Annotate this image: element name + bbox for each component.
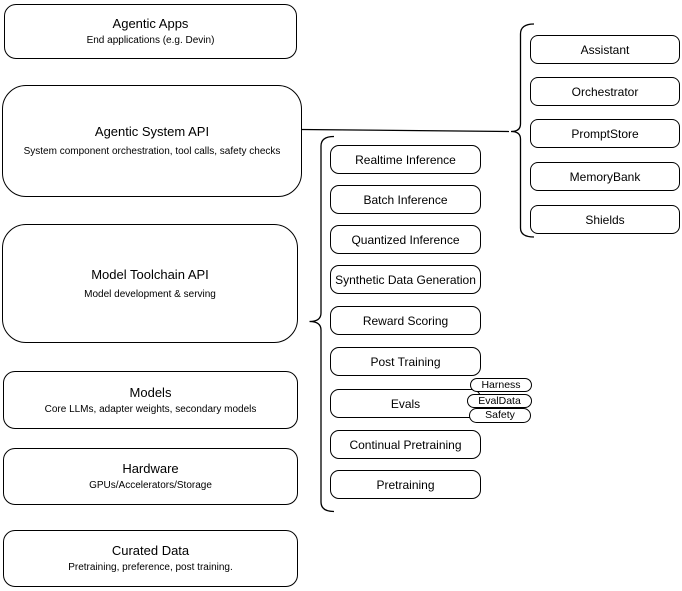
- node-subtitle: System component orchestration, tool cal…: [23, 146, 281, 157]
- node-shields: Shields: [530, 205, 680, 234]
- node-title: Curated Data: [111, 543, 190, 558]
- node-subtitle: Pretraining, preference, post training.: [68, 562, 233, 573]
- node-title: Agentic Apps: [112, 16, 189, 31]
- node-continual-pretraining: Continual Pretraining: [330, 430, 481, 459]
- node-title: Hardware: [122, 461, 179, 476]
- node-curated-data: Curated Data Pretraining, preference, po…: [3, 530, 298, 587]
- node-agentic-apps: Agentic Apps End applications (e.g. Devi…: [4, 4, 297, 59]
- system-brace-icon: [510, 23, 535, 238]
- toolchain-brace-icon: [309, 135, 335, 513]
- node-realtime-inference: Realtime Inference: [330, 145, 481, 174]
- node-pretraining: Pretraining: [330, 470, 481, 499]
- node-subtitle: Core LLMs, adapter weights, secondary mo…: [44, 403, 257, 415]
- node-title: Agentic System API: [94, 124, 210, 139]
- node-batch-inference: Batch Inference: [330, 185, 481, 214]
- node-post-training: Post Training: [330, 347, 481, 376]
- node-agentic-system-api: Agentic System API System component orch…: [2, 85, 302, 197]
- node-subtitle: End applications (e.g. Devin): [86, 35, 215, 46]
- tag-harness: Harness: [470, 378, 532, 392]
- node-assistant: Assistant: [530, 35, 680, 64]
- tag-safety: Safety: [469, 408, 531, 423]
- node-reward-scoring: Reward Scoring: [330, 306, 481, 335]
- node-subtitle: GPUs/Accelerators/Storage: [89, 480, 212, 491]
- node-memorybank: MemoryBank: [530, 162, 680, 191]
- node-quantized-inference: Quantized Inference: [330, 225, 481, 254]
- node-models: Models Core LLMs, adapter weights, secon…: [3, 371, 298, 429]
- system-api-connector-line: [300, 128, 510, 133]
- node-orchestrator: Orchestrator: [530, 77, 680, 106]
- tag-evaldata: EvalData: [467, 394, 532, 408]
- node-synthetic-data-generation: Synthetic Data Generation: [330, 265, 481, 294]
- node-title: Models: [129, 384, 172, 400]
- node-hardware: Hardware GPUs/Accelerators/Storage: [3, 448, 298, 505]
- node-model-toolchain-api: Model Toolchain API Model development & …: [2, 224, 298, 343]
- node-evals: Evals: [330, 389, 481, 418]
- node-promptstore: PromptStore: [530, 119, 680, 148]
- node-subtitle: Model development & serving: [84, 288, 216, 300]
- node-title: Model Toolchain API: [91, 266, 209, 282]
